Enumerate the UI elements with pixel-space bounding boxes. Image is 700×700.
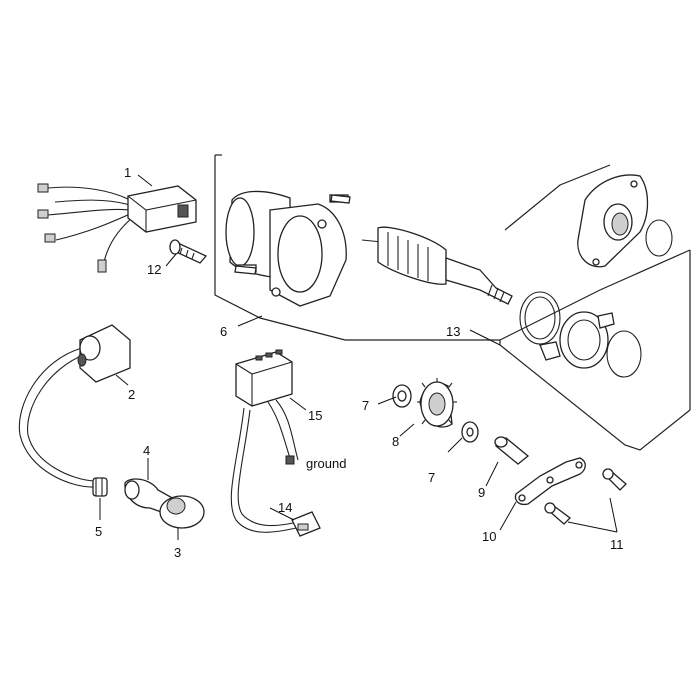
ground-label: ground <box>306 456 346 471</box>
armature <box>361 226 513 305</box>
callout-11: 11 <box>610 537 624 552</box>
callout-13: 13 <box>446 324 460 339</box>
cdi-unit <box>37 183 197 273</box>
frame-screws <box>234 194 351 275</box>
end-cover <box>577 174 673 268</box>
assembly-frame <box>214 154 691 451</box>
callout-7b: 7 <box>428 470 435 485</box>
leader-lines <box>99 174 618 540</box>
callout-5: 5 <box>95 524 102 539</box>
callout-10: 10 <box>482 529 496 544</box>
pin <box>494 436 530 465</box>
callout-7a: 7 <box>362 398 369 413</box>
callout-4: 4 <box>143 443 150 458</box>
hv-lead <box>230 407 321 537</box>
callout-numbers: 1 2 3 4 5 6 7 8 7 9 10 11 12 13 14 15 gr… <box>95 165 624 560</box>
callout-14: 14 <box>278 500 292 515</box>
callout-12: 12 <box>147 262 161 277</box>
spark-plug-cap <box>124 478 205 529</box>
callout-8: 8 <box>392 434 399 449</box>
screws <box>544 468 627 525</box>
ignition-coil <box>18 324 131 497</box>
callout-9: 9 <box>478 485 485 500</box>
callout-1: 1 <box>124 165 131 180</box>
brush-holder <box>519 291 642 378</box>
bolt-12 <box>169 239 208 264</box>
regulator <box>235 349 299 465</box>
callout-6: 6 <box>220 324 227 339</box>
callout-15: 15 <box>308 408 322 423</box>
bracket <box>514 457 586 506</box>
callout-2: 2 <box>128 387 135 402</box>
starter-motor <box>225 190 349 307</box>
callout-3: 3 <box>174 545 181 560</box>
drive-gear <box>392 378 479 443</box>
